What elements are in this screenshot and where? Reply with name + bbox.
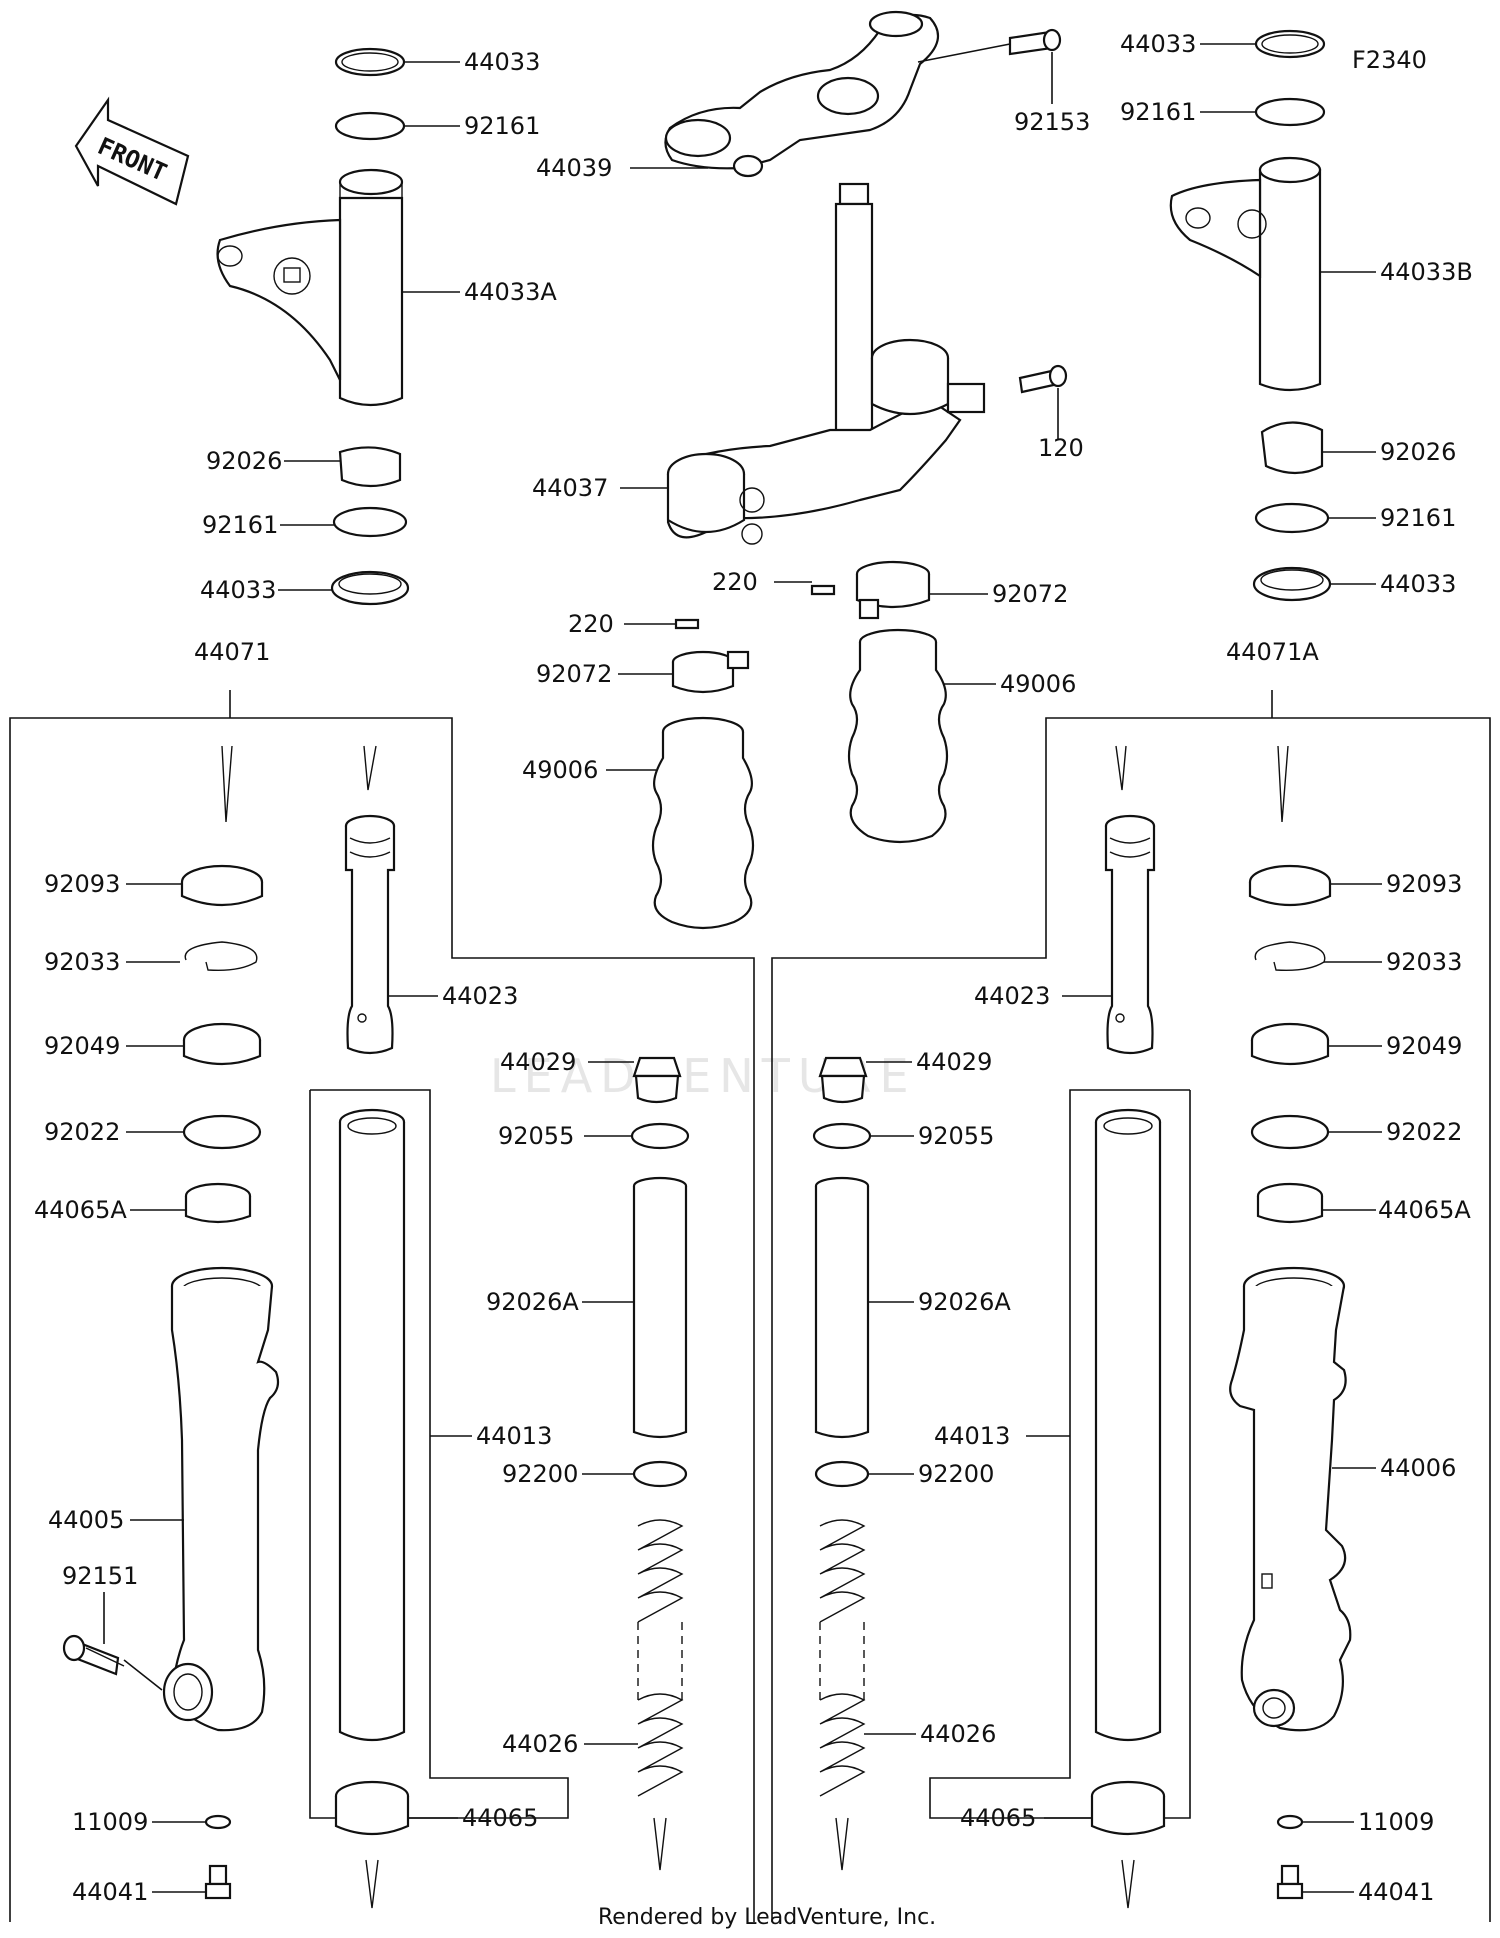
callout-92093-l: 92093 [44,870,120,898]
callout-92055-l: 92055 [498,1122,574,1150]
callout-92033-r: 92033 [1386,948,1462,976]
callout-44065-l: 44065 [462,1804,538,1832]
callout-44065A-r: 44065A [1378,1196,1471,1224]
callout-92033-l: 92033 [44,948,120,976]
part-92072-left-clamp [671,650,750,694]
callout-44033-tr: 44033 [1120,30,1196,58]
part-220-right-screw [810,584,836,596]
part-44006 [1229,1266,1352,1732]
part-49006-right-boot [847,628,949,844]
part-44023-right [1104,814,1156,1055]
callout-92200-r: 92200 [918,1460,994,1488]
part-120 [1018,364,1068,394]
callout-44041-r: 44041 [1358,1878,1434,1906]
callout-44005: 44005 [48,1506,124,1534]
callout-92093-r: 92093 [1386,870,1462,898]
callout-44033-tl: 44033 [464,48,540,76]
callout-220-l: 220 [568,610,614,638]
callout-44029-r: 44029 [916,1048,992,1076]
part-44013-left [338,1108,406,1742]
callout-49006-l: 49006 [522,756,598,784]
part-44037 [666,182,986,545]
callout-92161-tl: 92161 [464,112,540,140]
callout-44071: 44071 [194,638,270,666]
part-44041-left [204,1864,232,1900]
callout-92026A-r: 92026A [918,1288,1011,1316]
callout-44037: 44037 [532,474,608,502]
callout-44026-r: 44026 [920,1720,996,1748]
callout-92022-r: 92022 [1386,1118,1462,1146]
part-44005 [162,1266,280,1732]
part-92072-right-clamp [855,560,931,620]
part-44033B [1169,156,1322,392]
callout-92022-l: 92022 [44,1118,120,1146]
callout-44013-l: 44013 [476,1422,552,1450]
callout-92151: 92151 [62,1562,138,1590]
part-220-left-screw [674,618,700,630]
callout-92026A-l: 92026A [486,1288,579,1316]
part-44013-right [1094,1108,1162,1742]
figure-code: F2340 [1352,46,1427,74]
callout-92161-l: 92161 [202,511,278,539]
callout-11009-r: 11009 [1358,1808,1434,1836]
callout-120: 120 [1038,434,1084,462]
frame-left-fork [9,717,755,1922]
callout-44033-r: 44033 [1380,570,1456,598]
callout-44033A: 44033A [464,278,557,306]
part-44039 [664,10,940,178]
part-44041-right [1276,1864,1304,1900]
part-44029-left [632,1056,682,1104]
callout-92072-l: 92072 [536,660,612,688]
callout-44023-l: 44023 [442,982,518,1010]
callout-44033B: 44033B [1380,258,1473,286]
callout-92026-r: 92026 [1380,438,1456,466]
callout-92200-l: 92200 [502,1460,578,1488]
callout-92055-r: 92055 [918,1122,994,1150]
part-44065-right [1090,1780,1166,1836]
part-44033A [216,168,404,407]
callout-11009-l: 11009 [72,1808,148,1836]
callout-92161-tr: 92161 [1120,98,1196,126]
footer-credit: Rendered by LeadVenture, Inc. [598,1905,936,1930]
callout-44041-l: 44041 [72,1878,148,1906]
part-44026-left [637,1519,684,1797]
callout-220-r: 220 [712,568,758,596]
part-44029-right [818,1056,868,1104]
callout-44006: 44006 [1380,1454,1456,1482]
part-44023-left [344,814,396,1055]
callout-44033-l: 44033 [200,576,276,604]
callout-44023-r: 44023 [974,982,1050,1010]
part-44065-left [334,1780,410,1836]
part-44026-right [819,1519,866,1797]
callout-44029-l: 44029 [500,1048,576,1076]
callout-92049-r: 92049 [1386,1032,1462,1060]
callout-labels: 44033 92161 44033A 92026 92161 44033 440… [34,30,1473,1906]
part-92151 [62,1634,125,1676]
callout-44065-r: 44065 [960,1804,1036,1832]
front-arrow-icon: FRONT [74,96,190,206]
callout-92026-l: 92026 [206,447,282,475]
frame-right-fork [771,717,1491,1922]
callout-44013-r: 44013 [934,1422,1010,1450]
part-92026A-right [814,1176,870,1439]
callout-92072-r: 92072 [992,580,1068,608]
callout-44026-l: 44026 [502,1730,578,1758]
callout-49006-r: 49006 [1000,670,1076,698]
callout-92049-l: 92049 [44,1032,120,1060]
part-49006-left-boot [651,716,755,930]
callout-44065A-l: 44065A [34,1196,127,1224]
callout-44071A: 44071A [1226,638,1319,666]
part-92153 [1008,28,1062,56]
part-92026A-left [632,1176,688,1439]
callout-92161-r: 92161 [1380,504,1456,532]
callout-44039: 44039 [536,154,612,182]
callout-92153: 92153 [1014,108,1090,136]
